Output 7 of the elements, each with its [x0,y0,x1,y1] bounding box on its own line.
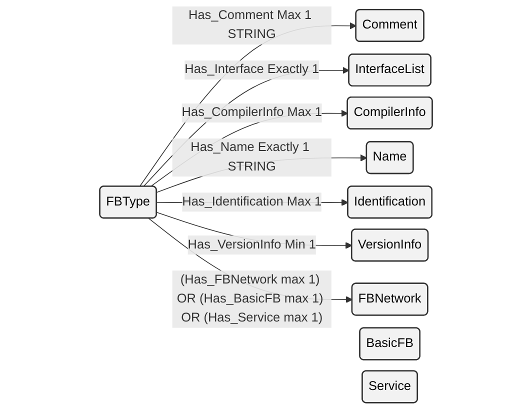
edge-label: Has_Identification Max 1 [182,194,322,208]
edge-label: Has_CompilerInfo Max 1 [182,106,322,120]
edge-label: (Has_FBNetwork max 1) OR (Has_BasicFB max 1) OR (Has_Service max 1) [176,272,324,325]
edge-label: Has_Interface Exactly 1 [184,62,320,76]
edge-label: Has_VersionInfo Min 1 [188,238,316,252]
edge-label: Has_Comment Max 1 STRING [188,8,312,42]
edge-label: Has_Name Exactly 1 STRING [190,140,310,174]
